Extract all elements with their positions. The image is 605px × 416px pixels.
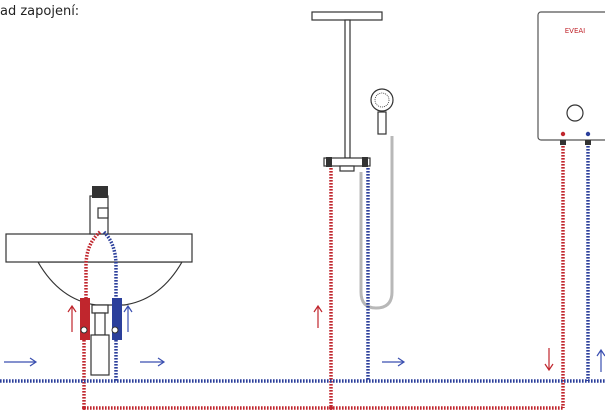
sink-cold-feed (102, 230, 118, 300)
shower-hot-up-arrow-icon (313, 304, 323, 328)
shower-column (344, 19, 351, 159)
flow-arrow-icon (4, 357, 38, 367)
heater-hot-dot (560, 131, 566, 137)
heater-knob-icon[interactable] (566, 104, 584, 122)
heater-cold-dot (585, 131, 591, 137)
heater-body (537, 11, 605, 141)
washbasin (5, 186, 193, 408)
shower-set (311, 11, 394, 408)
heater-hot-down-arrow-icon (544, 348, 554, 372)
flow-arrow-icon (382, 357, 406, 367)
basin-top (5, 233, 193, 263)
sink-cold-up-arrow-icon (123, 304, 133, 332)
instant-water-heater: EVEAI (537, 11, 605, 408)
shower-hose (359, 136, 394, 310)
sink-valve-cold-icon (111, 298, 122, 340)
hand-shower-icon (370, 88, 394, 135)
rain-shower-head-icon (311, 11, 383, 21)
sink-valve-hot-icon (80, 298, 90, 340)
basin-tap-icon (89, 186, 109, 235)
basin-bowl (36, 261, 184, 306)
heater-cold-up-arrow-icon (596, 348, 605, 372)
siphon-icon (90, 304, 110, 376)
sink-hot-up-arrow-icon (67, 304, 77, 332)
diagram-caption: ad zapojení: (0, 4, 80, 19)
heater-brand-logo: EVEAI (565, 27, 586, 35)
flow-arrow-icon (140, 357, 166, 367)
sink-hot-feed (84, 230, 102, 300)
